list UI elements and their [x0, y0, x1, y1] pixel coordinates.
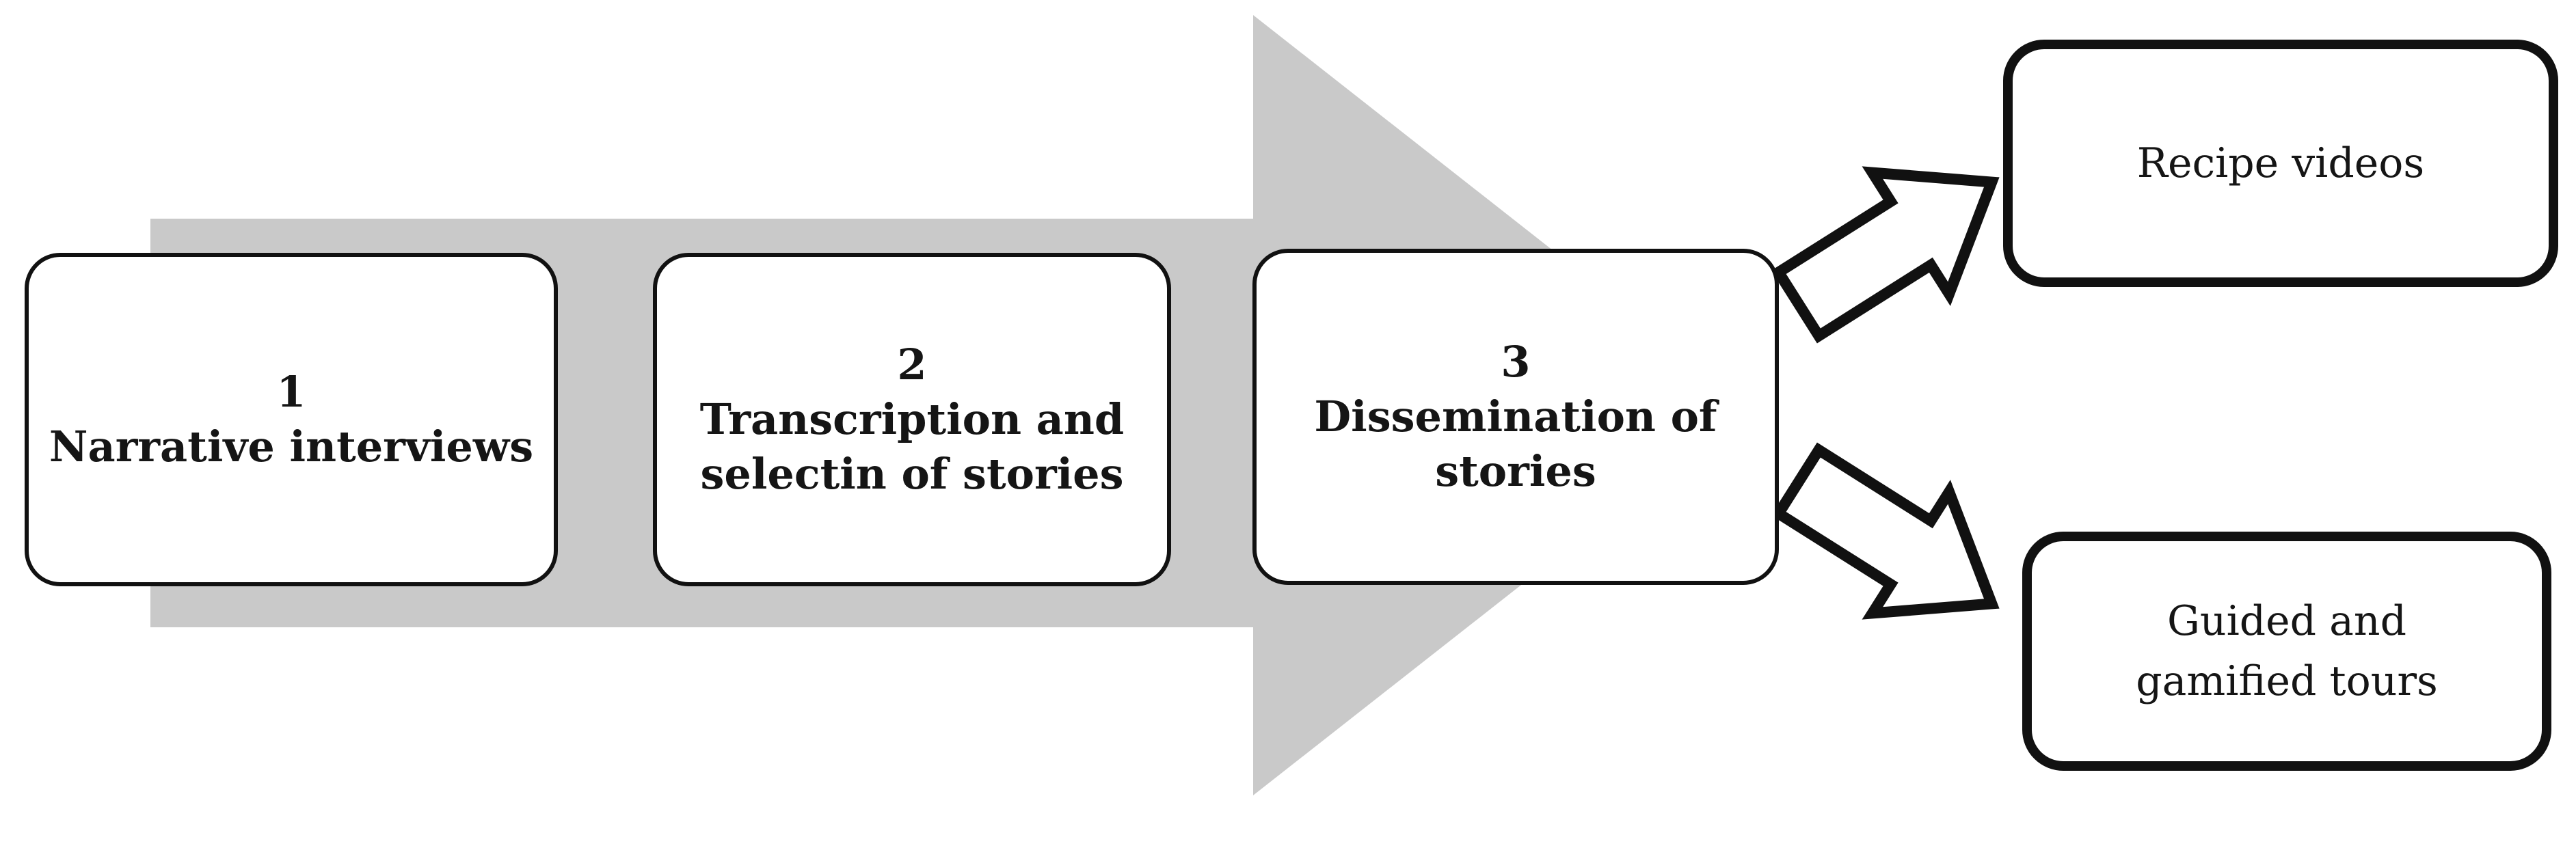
- output-tours-label-line-1: Guided and: [2167, 597, 2406, 645]
- branch-arrow-up-icon: [1771, 166, 2000, 344]
- step-2-label-line-2: selectin of stories: [700, 449, 1124, 499]
- step-3-label-line-2: stories: [1435, 446, 1596, 496]
- output-tours-label-line-2: gamified tours: [2136, 657, 2438, 705]
- output-recipe-videos-label: Recipe videos: [2136, 139, 2425, 187]
- output-box-guided-gamified-tours: Guided and gamified tours: [2022, 532, 2551, 771]
- step-2-number: 2: [897, 340, 927, 389]
- branch-arrow-down-icon: [1771, 442, 2000, 620]
- output-box-recipe-videos: Recipe videos: [2003, 40, 2558, 287]
- step-3-label-line-1: Dissemination of: [1314, 392, 1717, 441]
- step-1-number: 1: [276, 367, 306, 417]
- step-1-label: Narrative interviews: [49, 422, 534, 471]
- step-3-number: 3: [1501, 337, 1531, 387]
- step-box-1: 1 Narrative interviews: [25, 253, 558, 586]
- step-2-label-line-1: Transcription and: [699, 394, 1125, 444]
- step-box-3: 3 Dissemination of stories: [1252, 249, 1779, 585]
- step-box-2: 2 Transcription and selectin of stories: [653, 253, 1171, 586]
